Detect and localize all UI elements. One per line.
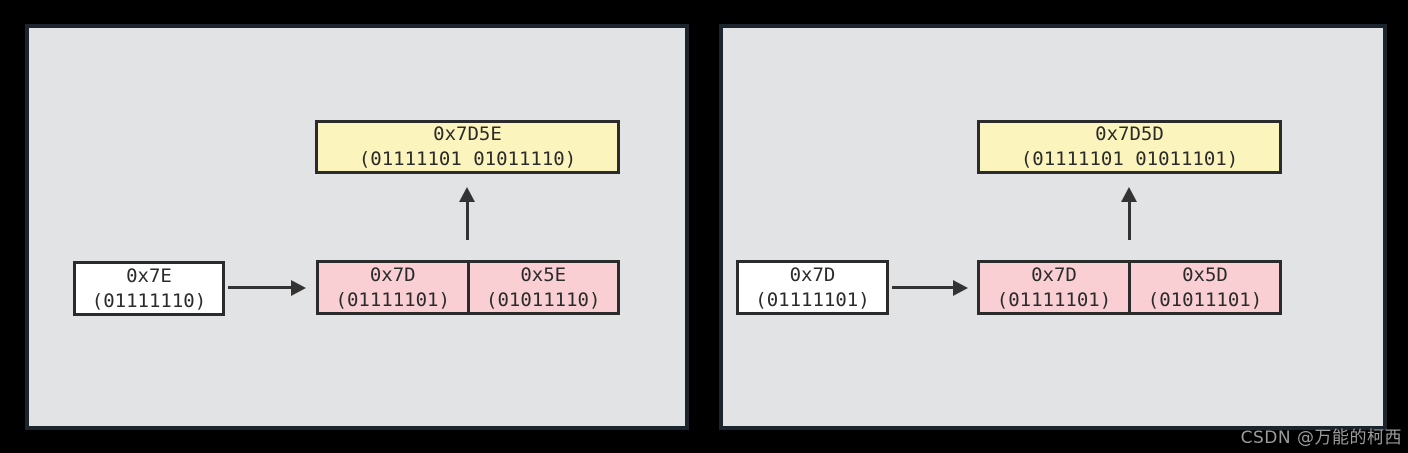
up-arrow-icon	[1121, 187, 1137, 202]
escaped-bytes-box: 0x7D (01111101) 0x5D (01011101)	[977, 260, 1282, 315]
escape-hex-label: 0x7D	[369, 263, 416, 286]
result-hex-label: 0x7D5E	[433, 123, 502, 145]
stuffed-bytes-result-box: 0x7D5D (01111101 01011101)	[977, 120, 1282, 174]
source-binary-label: (01111101)	[755, 288, 870, 311]
result-hex-label: 0x7D5D	[1095, 123, 1164, 145]
stuffed-bytes-result-box: 0x7D5E (01111101 01011110)	[315, 120, 620, 174]
escaped-bytes-box: 0x7D (01111101) 0x5E (01011110)	[316, 260, 620, 315]
result-binary-label: (01111101 01011101)	[1020, 148, 1239, 170]
byte-stuffing-panel-right: 0x7D5D (01111101 01011101) 0x7D (0111110…	[719, 24, 1387, 430]
escaped-binary-label: (01011110)	[486, 288, 601, 311]
right-arrow-shaft	[892, 286, 954, 289]
right-arrow-icon	[291, 280, 306, 296]
escape-binary-label: (01111101)	[996, 288, 1112, 311]
escape-binary-label: (01111101)	[335, 288, 450, 311]
up-arrow-shaft	[466, 200, 469, 240]
right-arrow-shaft	[228, 286, 292, 289]
result-binary-label: (01111101 01011110)	[358, 148, 577, 170]
escape-byte-cell: 0x7D (01111101)	[319, 263, 467, 312]
original-byte-box: 0x7E (01111110)	[73, 261, 225, 316]
right-arrow-icon	[953, 280, 968, 296]
escape-byte-cell: 0x7D (01111101)	[980, 263, 1128, 312]
watermark: CSDN @万能的柯西	[1240, 428, 1402, 448]
source-hex-label: 0x7E	[126, 264, 172, 287]
up-arrow-shaft	[1128, 200, 1131, 240]
original-byte-box: 0x7D (01111101)	[736, 260, 889, 315]
up-arrow-icon	[459, 187, 475, 202]
escaped-hex-label: 0x5E	[520, 263, 567, 286]
escaped-hex-label: 0x5D	[1182, 263, 1228, 286]
source-hex-label: 0x7D	[789, 263, 836, 286]
escaped-value-cell: 0x5E (01011110)	[466, 263, 618, 312]
escape-hex-label: 0x7D	[1031, 263, 1077, 286]
escaped-value-cell: 0x5D (01011101)	[1128, 263, 1279, 312]
byte-stuffing-panel-left: 0x7D5E (01111101 01011110) 0x7E (0111111…	[25, 24, 689, 430]
source-binary-label: (01111110)	[91, 289, 207, 312]
escaped-binary-label: (01011101)	[1147, 288, 1263, 311]
